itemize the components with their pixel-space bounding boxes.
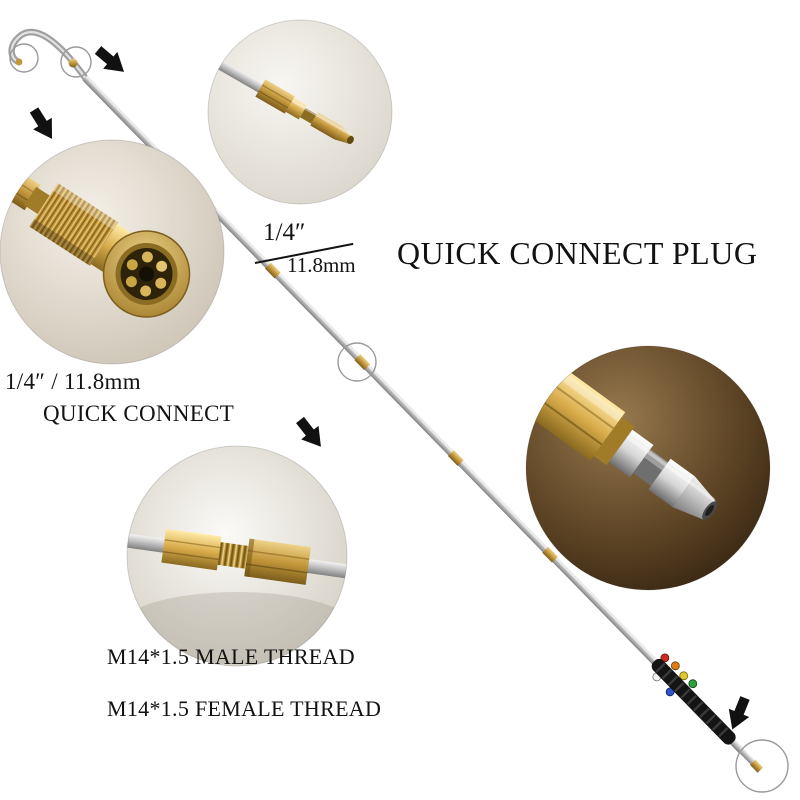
spare-nozzle-tips xyxy=(652,653,698,697)
wand-shaft xyxy=(82,75,745,754)
highlight-circle-top-joint xyxy=(60,46,92,78)
callout-brass-plug-photo xyxy=(207,19,393,205)
tip-nozzle xyxy=(749,759,764,773)
callout-quick-connect-coupler-photo xyxy=(0,139,225,365)
female-thread-label: M14*1.5 FEMALE THREAD xyxy=(107,696,382,721)
extension-wand xyxy=(8,28,764,773)
pointer-arrow-icon xyxy=(296,416,321,447)
wand-section-joints xyxy=(167,162,559,563)
size-fraction-numerator: 1/4″ xyxy=(263,219,306,246)
curved-end-joint xyxy=(68,58,78,68)
curved-end-nozzle-tip xyxy=(15,58,23,66)
grip-handle xyxy=(651,658,736,745)
size-fraction-denominator: 11.8mm xyxy=(287,253,356,277)
highlight-circle-end-nozzle xyxy=(735,739,789,793)
tip-shaft xyxy=(730,740,757,766)
callout-m14-thread-photo xyxy=(126,445,348,667)
left-quick-connect-label: QUICK CONNECT xyxy=(43,401,235,426)
pointer-arrow-icon xyxy=(29,107,53,139)
wand-shaft-highlight xyxy=(85,76,744,751)
highlight-circle-mid-joint xyxy=(337,342,377,382)
wand-curved-end-highlight xyxy=(10,31,88,81)
headline-quick-connect-plug: QUICK CONNECT PLUG xyxy=(397,235,758,271)
highlight-circle-curved-tip xyxy=(9,43,39,73)
left-size-label: 1/4″ / 11.8mm xyxy=(5,369,141,394)
pointer-arrow-icon xyxy=(94,46,125,72)
pointer-arrow-icon xyxy=(728,696,750,730)
male-thread-label: M14*1.5 MALE THREAD xyxy=(107,644,355,669)
